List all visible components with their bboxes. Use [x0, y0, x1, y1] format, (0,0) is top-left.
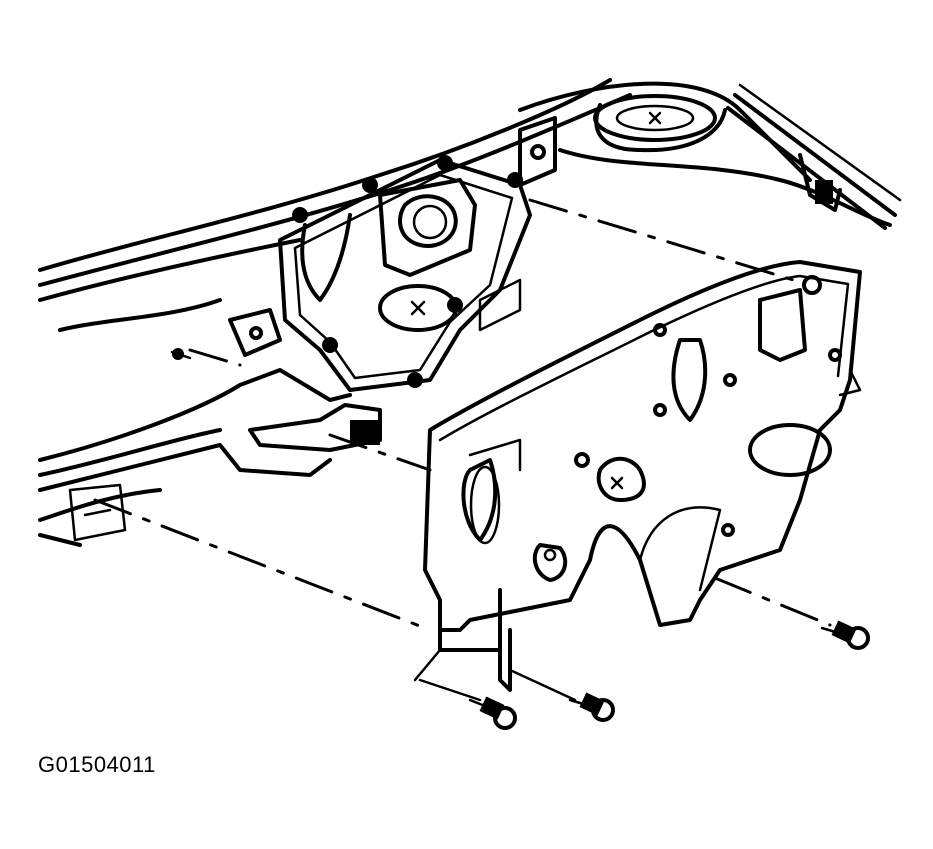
upper-bracket — [518, 116, 557, 187]
figure-id-label: G01504011 — [38, 752, 156, 777]
bolt-left — [468, 696, 517, 730]
fender-edge — [726, 83, 902, 230]
alignment-lines — [93, 198, 832, 702]
bolt-right — [820, 620, 870, 650]
strut-tower-mount — [593, 94, 727, 153]
frame-rail — [38, 308, 382, 547]
bolt-center — [568, 692, 615, 722]
splash-shield — [423, 260, 862, 692]
inner-apron — [278, 155, 532, 392]
pin-small — [170, 348, 192, 360]
